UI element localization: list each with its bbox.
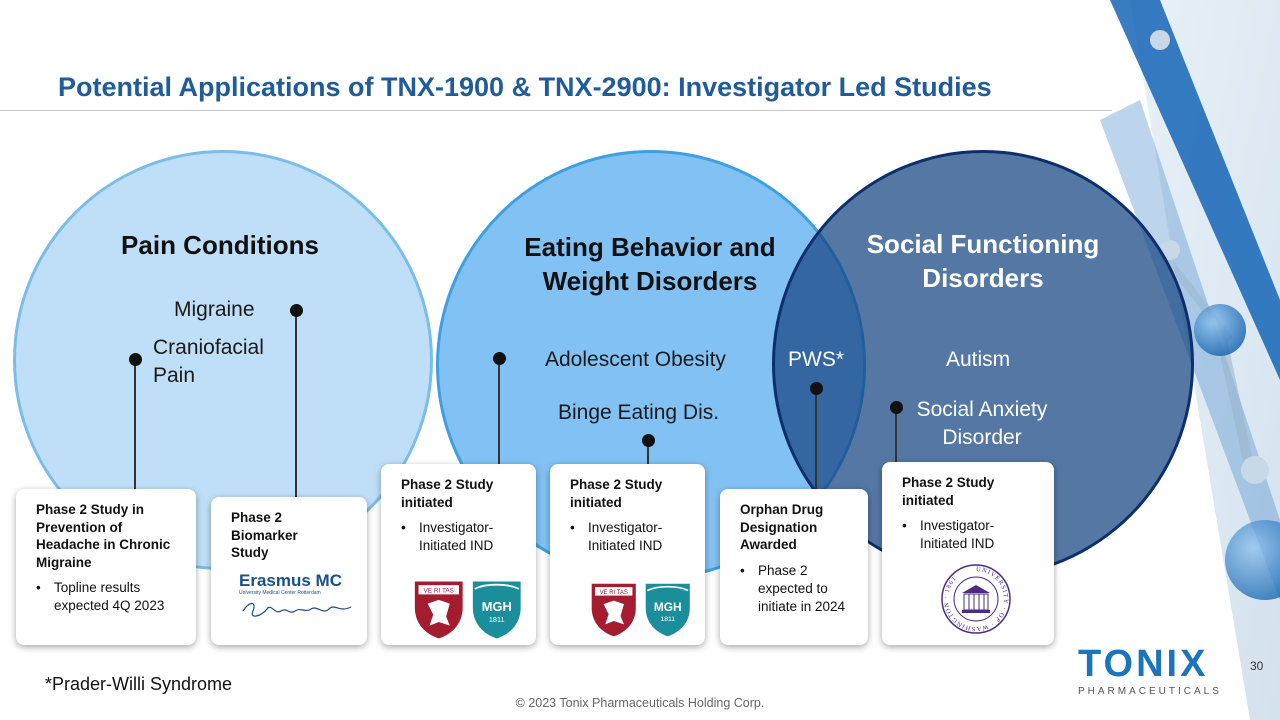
card-migraine-study: Phase 2 Study in Prevention of Headache … — [16, 489, 196, 645]
item-pws: PWS* — [788, 348, 845, 371]
item-binge-eating: Binge Eating Dis. — [558, 401, 720, 424]
card-bullet: Investigator-Initiated IND — [401, 519, 522, 555]
harvard-veritas-text: VE RI TAS — [600, 590, 628, 596]
card-orphan-drug: Orphan Drug Designation Awarded Phase 2 … — [720, 489, 868, 645]
card-title: Phase 2 Study in Prevention of Headache … — [36, 502, 171, 570]
copyright: © 2023 Tonix Pharmaceuticals Holding Cor… — [515, 696, 765, 710]
harvard-veritas-text: VE RI TAS — [424, 588, 454, 595]
tonix-logo-subtitle: PHARMACEUTICALS — [1078, 686, 1222, 697]
harvard-shield-icon: VE RI TAS — [591, 583, 636, 637]
card-bullet: Topline results expected 4Q 2023 — [36, 579, 182, 615]
social-heading-line1: Social Functioning — [866, 229, 1100, 259]
card-bullet: Investigator-Initiated IND — [570, 519, 691, 555]
erasmus-mc-logo-name: Erasmus MC — [239, 570, 342, 590]
university-of-washington-seal-icon: UNIVERSITY · OF · WASHINGTON · 1861 — [941, 564, 1011, 634]
card-phase2-harvard-mgh-1: Phase 2 Study initiated Investigator-Ini… — [381, 464, 536, 645]
item-autism: Autism — [946, 348, 1011, 371]
page-title: Potential Applications of TNX-1900 & TNX… — [58, 72, 992, 102]
pin-dot — [493, 352, 506, 365]
card-title: Phase 2 Study initiated — [401, 477, 494, 510]
social-heading-line2: Disorders — [922, 263, 1044, 293]
uw-seal-text: UNIVERSITY · OF · WASHINGTON · 1861 — [943, 566, 1008, 632]
item-migraine: Migraine — [174, 298, 255, 321]
pin-line — [498, 359, 500, 466]
title-divider — [0, 110, 1112, 111]
mgh-logo-text: MGH — [653, 600, 681, 614]
card-title: Phase 2 Biomarker Study — [231, 510, 298, 560]
pin-dot — [129, 353, 142, 366]
pin-dot — [642, 434, 655, 447]
pin-line — [895, 408, 897, 464]
erasmus-mc-logo: Erasmus MC University Medical Center Rot… — [239, 570, 353, 626]
mgh-shield-icon: MGH 1811 — [645, 583, 690, 637]
mgh-year-text: 1811 — [660, 616, 675, 623]
footnote: *Prader-Willi Syndrome — [45, 674, 233, 694]
item-adolescent-obesity: Adolescent Obesity — [545, 348, 726, 371]
card-phase2-uw: Phase 2 Study initiated Investigator-Ini… — [882, 462, 1054, 645]
card-title: Orphan Drug Designation Awarded — [740, 502, 824, 552]
pin-dot — [290, 304, 303, 317]
pin-dot — [890, 401, 903, 414]
pin-line — [647, 441, 649, 466]
page-number: 30 — [1250, 659, 1264, 673]
card-title: Phase 2 Study initiated — [570, 477, 663, 510]
card-phase2-harvard-mgh-2: Phase 2 Study initiated Investigator-Ini… — [550, 464, 705, 645]
pin-line — [134, 360, 136, 490]
eating-heading-line1: Eating Behavior and — [524, 232, 776, 262]
harvard-shield-icon: VE RI TAS — [414, 581, 463, 639]
card-bullet: Investigator-Initiated IND — [902, 517, 1040, 553]
eating-heading: Eating Behavior and Weight Disorders — [490, 230, 810, 298]
erasmus-mc-logo-subtitle: University Medical Center Rotterdam — [239, 589, 321, 596]
pin-dot — [810, 382, 823, 395]
svg-text:UNIVERSITY · OF · WASHINGTON ·: UNIVERSITY · OF · WASHINGTON · 1861 — [943, 566, 1009, 632]
card-title: Phase 2 Study initiated — [902, 475, 995, 508]
card-biomarker-study: Phase 2 Biomarker Study Erasmus MC Unive… — [211, 497, 367, 645]
pin-line — [815, 389, 817, 490]
social-heading: Social Functioning Disorders — [838, 227, 1128, 295]
card-bullet: Phase 2 expected to initiate in 2024 — [740, 562, 854, 616]
mgh-logo-text: MGH — [481, 599, 511, 614]
item-craniofacial-pain: Craniofacial Pain — [153, 336, 264, 387]
tonix-logo: TONIX PHARMACEUTICALS — [1078, 643, 1222, 697]
tonix-logo-word: TONIX — [1078, 643, 1209, 685]
mgh-shield-icon: MGH 1811 — [472, 581, 521, 639]
eating-heading-line2: Weight Disorders — [542, 266, 758, 296]
mgh-year-text: 1811 — [488, 615, 504, 624]
item-social-anxiety: Social Anxiety Disorder — [916, 398, 1048, 449]
pain-heading: Pain Conditions — [121, 230, 319, 260]
signature-icon — [242, 602, 352, 617]
pin-line — [295, 311, 297, 498]
